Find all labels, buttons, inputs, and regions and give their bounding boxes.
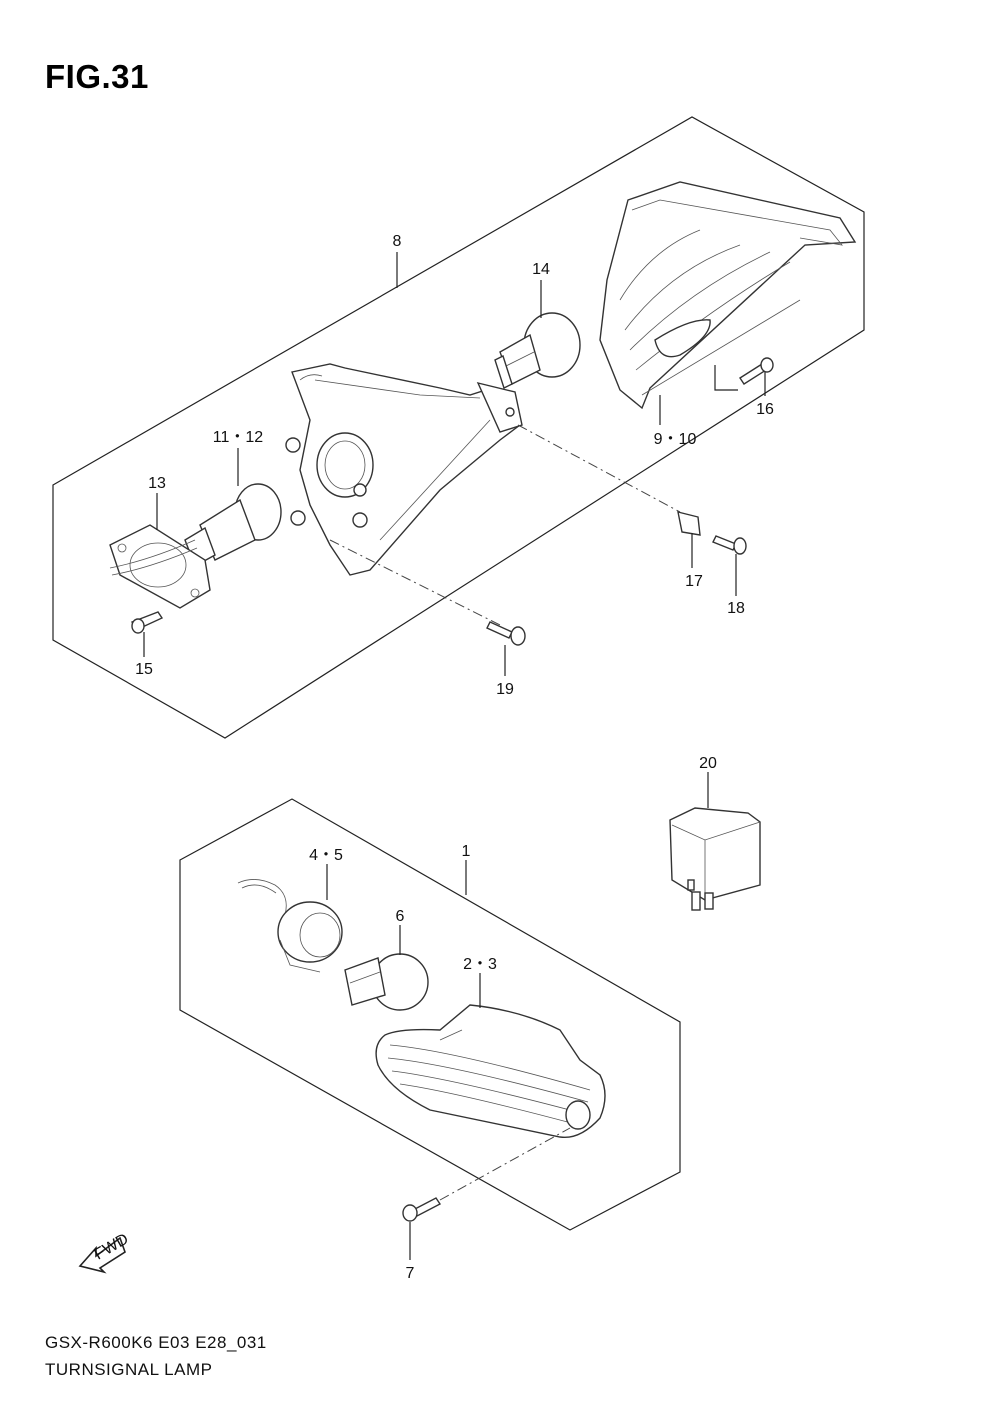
screw-18	[712, 535, 747, 555]
callout-20: 20	[699, 755, 717, 772]
callout-13: 13	[148, 475, 166, 492]
callout-14: 14	[532, 261, 550, 278]
callout-18: 18	[727, 600, 745, 617]
callout-16: 16	[756, 401, 774, 418]
front-bulb-part	[344, 953, 429, 1011]
callout-7: 7	[406, 1265, 415, 1282]
callout-11-12: 11・12	[213, 429, 264, 446]
callout-2-3: 2・3	[463, 956, 497, 973]
callout-9-10: 9・10	[654, 431, 697, 448]
callout-15: 15	[135, 661, 153, 678]
rear-lens-part	[599, 181, 857, 410]
clip-17	[677, 511, 701, 536]
front-socket-part	[237, 879, 343, 973]
callout-4-5: 4・5	[309, 847, 343, 864]
section-name: TURNSIGNAL LAMP	[45, 1360, 213, 1379]
callout-19: 19	[496, 681, 514, 698]
front-lens-part	[375, 1004, 606, 1139]
screw-15	[131, 611, 164, 634]
front-assembly-frame	[179, 798, 681, 1231]
figure-title: FIG.31	[45, 58, 149, 95]
model-code: GSX-R600K6 E03 E28_031	[45, 1333, 267, 1352]
rear-grommet-part	[109, 524, 211, 609]
screw-16	[739, 357, 774, 385]
callout-1: 1	[462, 843, 471, 860]
callout-6: 6	[396, 908, 405, 925]
screw-7	[402, 1197, 442, 1222]
rear-bracket-part	[285, 363, 523, 576]
screw-19	[486, 621, 526, 646]
rear-assembly-frame	[52, 116, 865, 739]
relay-part	[669, 807, 761, 911]
fwd-arrow-icon: FWD	[78, 1231, 132, 1274]
callout-17: 17	[685, 573, 703, 590]
callout-8: 8	[393, 233, 402, 250]
rear-socket-part	[184, 483, 282, 567]
rear-bulb-part	[494, 312, 581, 389]
